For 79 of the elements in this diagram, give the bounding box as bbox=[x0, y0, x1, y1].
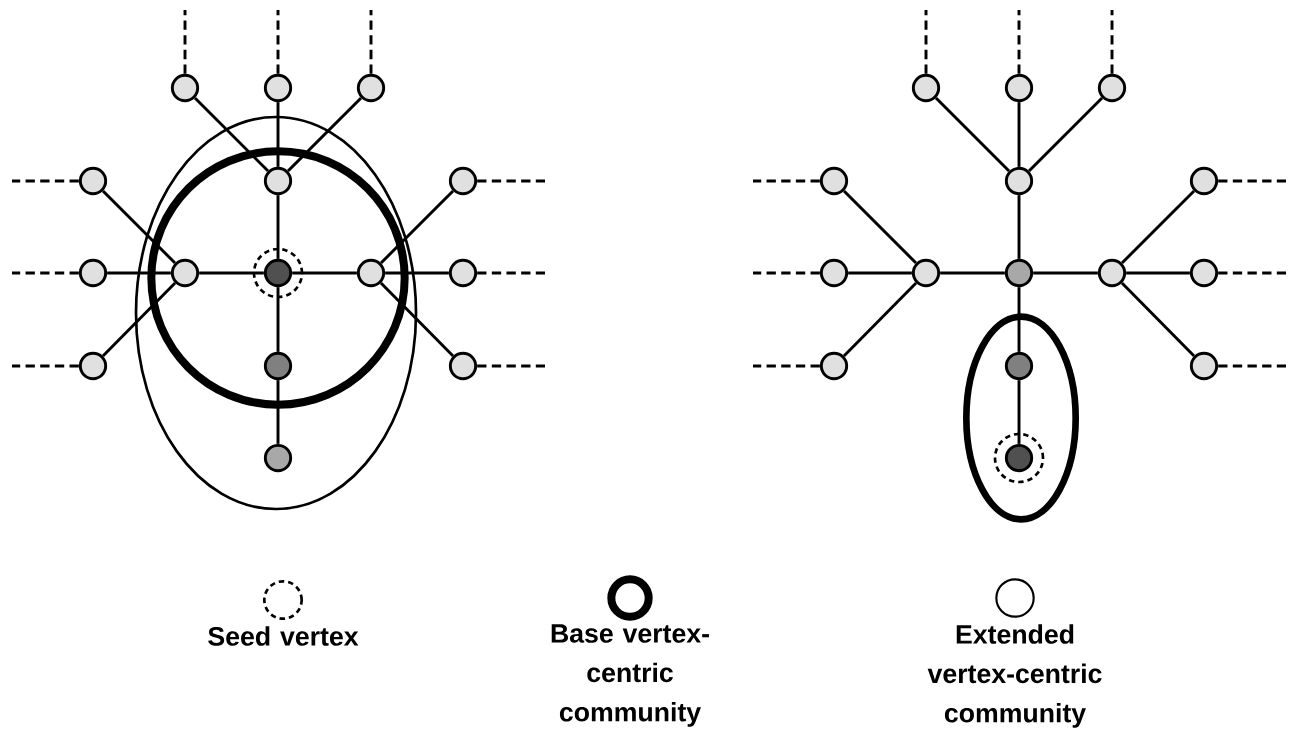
vertex bbox=[1189, 258, 1219, 288]
vertex bbox=[1189, 351, 1219, 381]
legend-label: Extended vertex-centric community bbox=[927, 624, 1102, 728]
edge-line bbox=[199, 271, 264, 275]
edge-line bbox=[848, 271, 912, 275]
vertex bbox=[911, 73, 941, 103]
dashed-line bbox=[1017, 10, 1021, 74]
vertex bbox=[448, 166, 478, 196]
edge-line bbox=[1027, 96, 1104, 173]
edge-line bbox=[292, 271, 357, 275]
vertex bbox=[263, 73, 293, 103]
edge-line bbox=[276, 102, 280, 167]
edge-line bbox=[276, 287, 280, 352]
edge-line bbox=[107, 271, 171, 275]
vertex bbox=[78, 351, 108, 381]
dashed-line bbox=[753, 179, 820, 183]
dashed-line bbox=[1218, 179, 1286, 183]
legend-label: Base vertex-centric community bbox=[551, 624, 709, 727]
vertex bbox=[1004, 258, 1034, 288]
vertex bbox=[263, 166, 293, 196]
vertex bbox=[819, 166, 849, 196]
vertex bbox=[448, 351, 478, 381]
vertex bbox=[170, 258, 200, 288]
legend-label: Seed vertex bbox=[208, 626, 359, 646]
vertex bbox=[356, 73, 386, 103]
vertex bbox=[78, 166, 108, 196]
edge-line bbox=[276, 195, 280, 259]
vertex bbox=[1097, 258, 1127, 288]
dashed-line bbox=[12, 271, 79, 275]
vertex bbox=[1004, 73, 1034, 103]
edge-line bbox=[1120, 189, 1196, 265]
edge-line bbox=[1017, 287, 1021, 352]
vertex bbox=[78, 258, 108, 288]
dashed-line bbox=[477, 271, 545, 275]
vertex bbox=[356, 258, 386, 288]
edge-line bbox=[940, 271, 1005, 275]
edge-line bbox=[101, 282, 177, 357]
edge-line bbox=[1017, 102, 1021, 167]
dashed-line bbox=[477, 179, 545, 183]
edge-line bbox=[1033, 271, 1098, 275]
dashed-line bbox=[12, 179, 79, 183]
vertex bbox=[819, 258, 849, 288]
vertex bbox=[448, 258, 478, 288]
dashed-line bbox=[369, 10, 373, 74]
edge-line bbox=[842, 282, 918, 357]
dashed-line bbox=[924, 10, 928, 74]
dashed-line bbox=[1218, 364, 1286, 368]
dashed-line bbox=[1218, 271, 1286, 275]
edge-line bbox=[1120, 282, 1196, 357]
edge-line bbox=[276, 380, 280, 444]
vertex bbox=[263, 351, 293, 381]
vertex bbox=[1004, 351, 1034, 381]
edge-line bbox=[385, 271, 449, 275]
dashed-line bbox=[12, 364, 79, 368]
dashed-line bbox=[276, 10, 280, 74]
edge-line bbox=[286, 96, 363, 173]
vertex bbox=[170, 73, 200, 103]
vertex bbox=[911, 258, 941, 288]
edge-line bbox=[379, 189, 455, 265]
vertex bbox=[1004, 166, 1034, 196]
edge-line bbox=[1017, 380, 1021, 444]
dashed-line bbox=[753, 364, 820, 368]
dashed-line bbox=[477, 364, 545, 368]
edge-line bbox=[1017, 195, 1021, 259]
vertex bbox=[263, 258, 293, 288]
vertex bbox=[263, 443, 293, 473]
vertex bbox=[1097, 73, 1127, 103]
edge-line bbox=[193, 96, 270, 173]
vertex bbox=[819, 351, 849, 381]
edge-line bbox=[379, 282, 455, 357]
edge-line bbox=[842, 189, 918, 265]
dashed-line bbox=[1110, 10, 1114, 74]
dashed-line bbox=[183, 10, 187, 74]
dashed-line bbox=[753, 271, 820, 275]
vertex bbox=[1189, 166, 1219, 196]
edge-line bbox=[934, 96, 1011, 173]
edge-line bbox=[1126, 271, 1190, 275]
vertex bbox=[1004, 443, 1034, 473]
edge-line bbox=[101, 189, 177, 265]
